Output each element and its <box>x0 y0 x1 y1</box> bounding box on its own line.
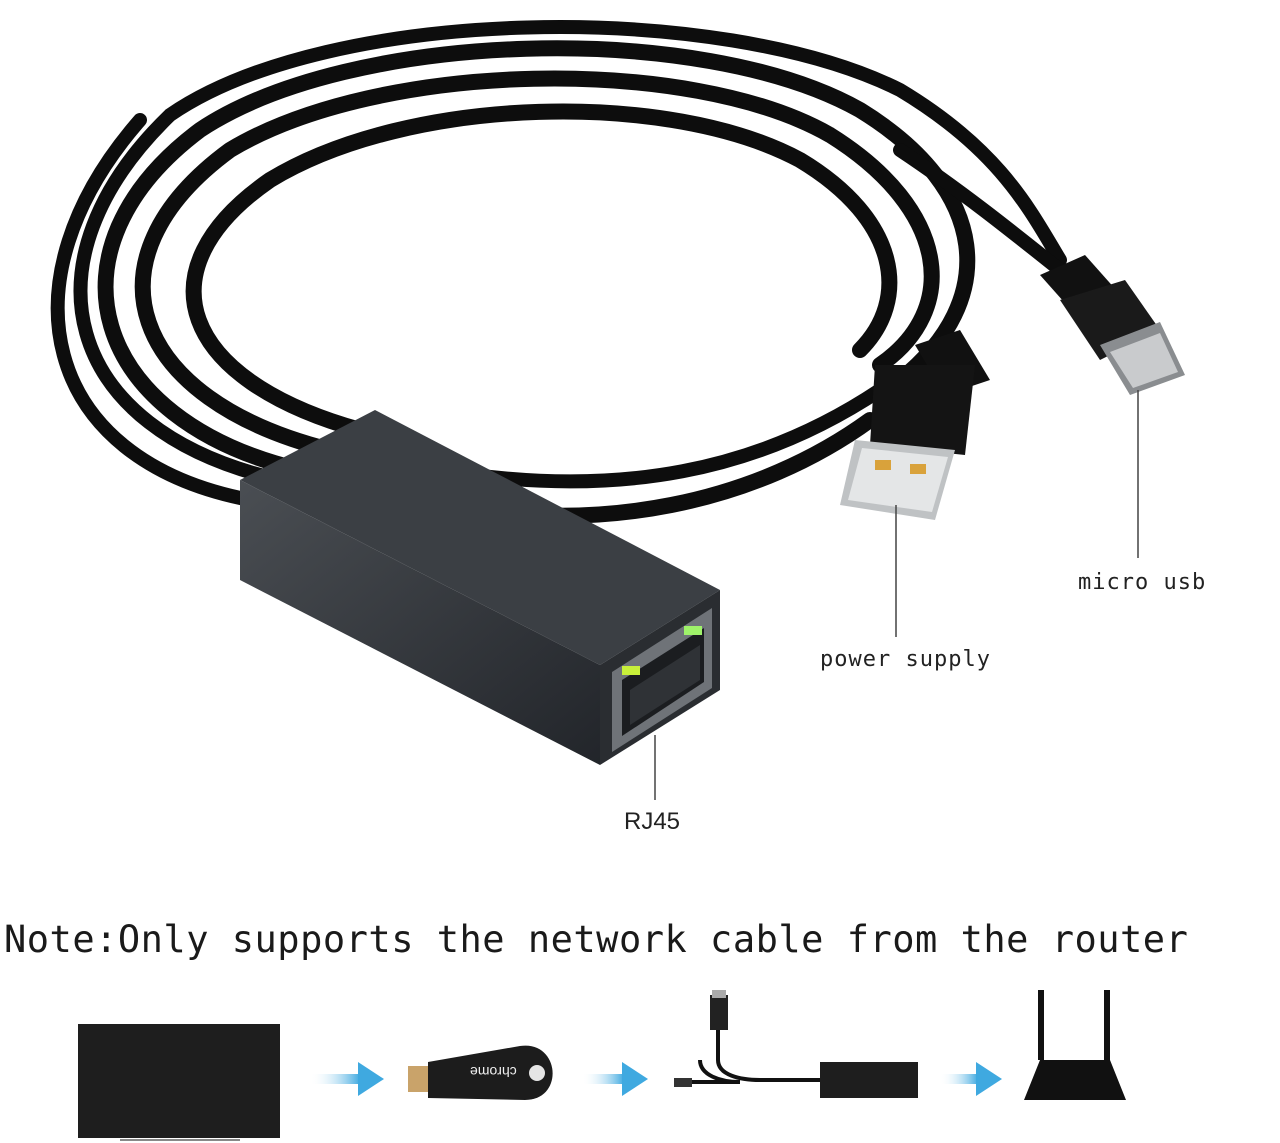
note-text: Note:Only supports the network cable fro… <box>4 918 1189 961</box>
arrow-right-icon <box>310 1062 384 1096</box>
chromecast-label: chrome <box>470 1064 517 1080</box>
rj45-label: RJ45 <box>624 808 681 835</box>
rj45-adapter-small <box>820 1062 918 1098</box>
usb-plug-small <box>710 995 728 1030</box>
activity-led <box>684 626 702 635</box>
link-led <box>622 666 640 675</box>
tv-icon <box>78 1024 280 1141</box>
setup-flow <box>78 990 1126 1141</box>
power-supply-label: power supply <box>820 647 991 672</box>
callout-lines <box>654 390 1139 800</box>
micro-usb-label: micro usb <box>1078 570 1207 595</box>
usb-a-connector <box>840 330 990 520</box>
chromecast-icon <box>408 1045 553 1100</box>
micro-usb-cable <box>893 143 1067 277</box>
arrow-right-icon <box>582 1062 648 1096</box>
micro-usb-connector <box>1040 255 1185 395</box>
rj45-adapter <box>240 410 720 765</box>
router-icon <box>1024 990 1126 1100</box>
arrow-right-icon <box>940 1062 1002 1096</box>
adapter-cable-icon <box>690 1030 822 1084</box>
